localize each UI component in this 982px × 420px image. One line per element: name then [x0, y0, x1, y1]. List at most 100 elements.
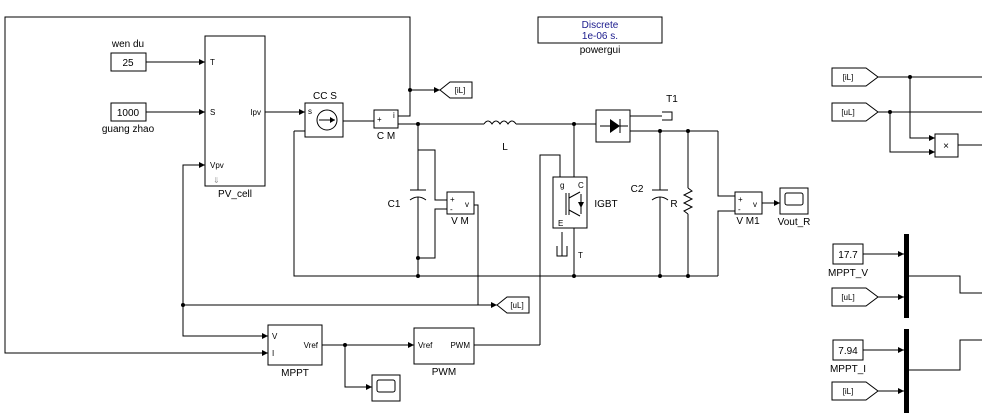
vm-port-v: v	[465, 200, 469, 209]
pv-cell-mask-icon: ⇓	[213, 176, 220, 185]
wire-mux1-out	[908, 275, 982, 294]
from-il-tag: [iL]	[843, 73, 854, 82]
svg-text:-: -	[738, 205, 741, 214]
wire-vm1-neg	[717, 210, 735, 276]
diode-name: T1	[666, 94, 678, 105]
goto-ul-block[interactable]: [uL]	[496, 296, 530, 314]
mux-bar-1[interactable]	[904, 234, 909, 318]
pwm-port-vref: Vref	[418, 341, 433, 350]
svg-text:+: +	[450, 195, 455, 204]
current-source-icon	[316, 109, 338, 131]
inductor-block[interactable]: L	[483, 120, 517, 153]
r-name: R	[670, 199, 677, 210]
pv-cell-port-s: S	[210, 108, 215, 117]
mppt-port-i: I	[272, 349, 274, 358]
display-mppt-i-value: 7.94	[838, 346, 858, 357]
display-mppt-i-caption: MPPT_I	[830, 364, 866, 375]
display-mppt-v-block[interactable]: 17.7 MPPT_V	[828, 243, 868, 279]
powergui-sample-time: 1e-06 s.	[582, 31, 618, 42]
scope-icon	[376, 379, 396, 393]
pv-cell-name: PV_cell	[218, 189, 252, 200]
igbt-name: IGBT	[594, 199, 617, 210]
constant-temperature-block[interactable]: wen du 25	[110, 39, 147, 72]
wire-vm-neg	[418, 208, 447, 259]
pv-cell-port-ipv: Ipv	[250, 108, 261, 117]
pv-cell-port-vpv: Vpv	[210, 161, 224, 170]
constant-irradiance-block[interactable]: 1000 guang zhao	[102, 102, 155, 135]
product-symbol: ×	[943, 141, 949, 152]
from-il-mux-block[interactable]: [iL]	[831, 381, 879, 401]
display-mppt-i-block[interactable]: 7.94 MPPT_I	[830, 339, 866, 375]
mux-bar-2[interactable]	[904, 329, 909, 413]
cm-port-plus: +	[377, 115, 382, 124]
igbt-port-e: E	[558, 219, 563, 228]
constant-irradiance-value: 1000	[117, 108, 140, 119]
scope-vout-block[interactable]: Vout_R	[778, 187, 811, 228]
capacitor-c2-block[interactable]: C2	[631, 182, 669, 210]
igbt-port-c: C	[578, 181, 584, 190]
voltage-measurement-1-block[interactable]: + - v V M1	[734, 191, 763, 227]
powergui-mode: Discrete	[582, 20, 619, 31]
igbt-block[interactable]: g C E IGBT T	[552, 176, 618, 260]
goto-il-tag: [iL]	[455, 86, 466, 95]
wire-igbt-gate	[539, 154, 561, 345]
capacitor-c1-block[interactable]: C1	[388, 182, 427, 210]
igbt-term: T	[578, 251, 583, 260]
resistor-block[interactable]: R	[670, 187, 694, 215]
pwm-port-pwm: PWM	[450, 341, 470, 350]
powergui-block[interactable]: Discrete 1e-06 s. powergui	[537, 16, 663, 56]
scope-icon	[784, 192, 804, 206]
inductor-name: L	[502, 142, 508, 153]
diode-block[interactable]: T1	[595, 94, 678, 143]
mppt-port-v: V	[272, 332, 278, 341]
from-ul-block[interactable]: [uL]	[831, 102, 879, 122]
constant-temperature-value: 25	[122, 58, 134, 69]
voltage-measurement-block[interactable]: + - v V M	[446, 191, 475, 227]
igbt-port-g: g	[560, 181, 564, 190]
inductor-icon	[483, 120, 517, 125]
from-il-block[interactable]: [iL]	[831, 67, 879, 87]
ccs-name: CC S	[313, 91, 337, 102]
mppt-block[interactable]: V I Vref MPPT	[267, 324, 323, 379]
vm1-name: V M1	[736, 216, 760, 227]
diode-terminator-icon	[662, 111, 673, 121]
mppt-name: MPPT	[281, 368, 309, 379]
cm-port-i: i	[393, 111, 395, 120]
wire-vpv	[182, 164, 268, 337]
scope-vout-name: Vout_R	[778, 217, 811, 228]
controlled-current-source-block[interactable]: CC S s	[304, 91, 344, 138]
current-measurement-block[interactable]: + i C M	[373, 109, 399, 142]
arrowheads	[199, 59, 935, 394]
cm-name: C M	[377, 131, 395, 142]
powergui-name: powergui	[580, 45, 621, 56]
from-ul-mux-tag: [uL]	[841, 293, 854, 302]
scope-mppt-block[interactable]	[371, 374, 401, 402]
from-ul-tag: [uL]	[841, 108, 854, 117]
from-il-mux-tag: [iL]	[843, 387, 854, 396]
display-mppt-v-caption: MPPT_V	[828, 268, 868, 279]
svg-text:-: -	[450, 205, 453, 214]
diode-icon	[610, 119, 620, 133]
vm1-port-v: v	[753, 200, 757, 209]
wire-vm1-pos	[717, 131, 735, 197]
constant-irradiance-caption: guang zhao	[102, 124, 155, 135]
wire-ul-product	[878, 111, 935, 153]
resistor-icon	[682, 187, 694, 215]
wire-ground	[293, 131, 718, 277]
constant-temperature-caption: wen du	[111, 39, 144, 50]
c1-name: C1	[388, 199, 401, 210]
signal-lines	[4, 16, 982, 392]
from-ul-mux-block[interactable]: [uL]	[831, 287, 879, 307]
pwm-name: PWM	[432, 367, 456, 378]
pwm-block[interactable]: Vref PWM PWM	[413, 327, 475, 378]
wire-il-product	[878, 76, 935, 139]
product-block[interactable]: ×	[934, 133, 959, 158]
wire-c1-vm	[417, 124, 447, 201]
wire-cm-il	[398, 89, 440, 117]
pv-cell-block[interactable]: T S Vpv Ipv ⇓ PV_cell	[204, 35, 266, 200]
goto-il-block[interactable]: [iL]	[439, 81, 473, 99]
wire-mppt-scope	[344, 345, 372, 388]
ccs-port-s: s	[308, 107, 312, 116]
svg-text:+: +	[738, 195, 743, 204]
